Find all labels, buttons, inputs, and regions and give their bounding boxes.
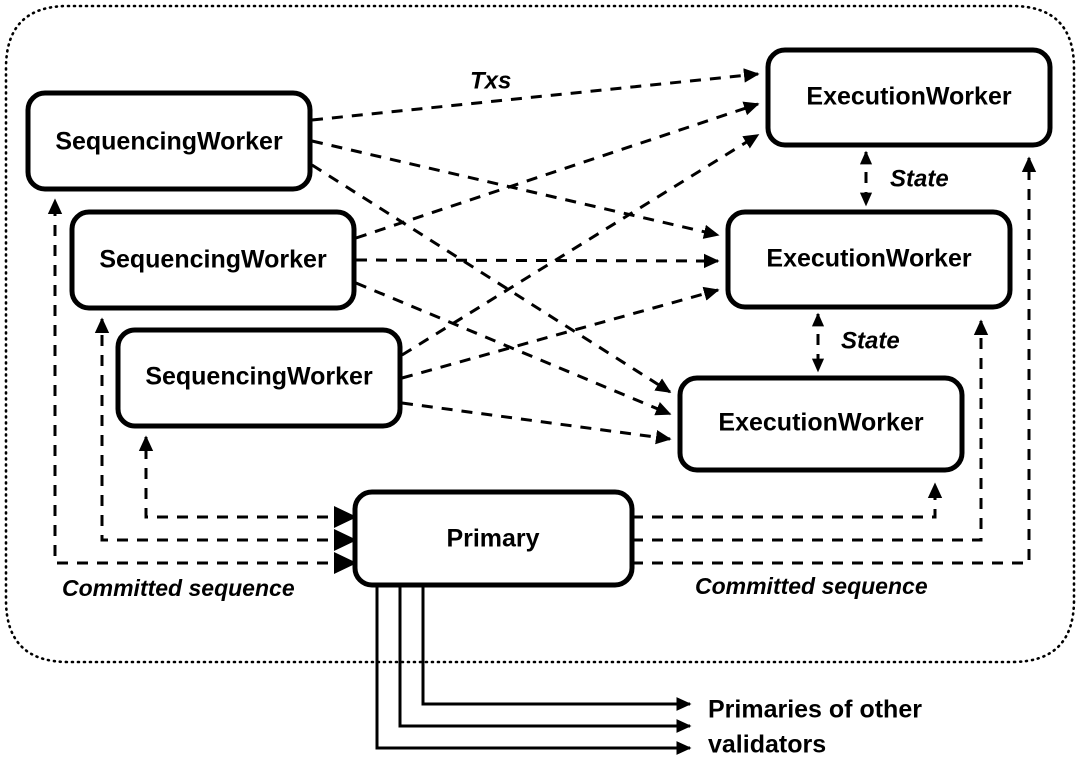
primaries-of-other-validators-line-1: Primaries of other [708,696,922,724]
committed-sequence-label-right: Committed sequence [695,573,928,599]
edge-sw1-to-ew2 [311,139,720,239]
edge-primary-to-ew1 [632,156,1037,565]
txs-label: Txs [470,67,511,94]
primary-external-edges [375,586,692,755]
sequencing-worker-2-label: SequencingWorker [99,246,327,274]
edge-primary-to-ew2 [632,319,989,542]
execution-worker-2-label: ExecutionWorker [766,245,971,273]
node-box [725,209,1013,310]
edge-primary-to-other-primaries-1 [421,586,692,711]
node-box [69,209,357,311]
primary-label: Primary [446,525,539,553]
arrowhead-primary-in-3 [334,552,357,574]
state-edges [811,150,873,373]
node-sequencing-worker-3[interactable]: SequencingWorker [115,327,403,429]
committed-sequence-label-left: Committed sequence [62,575,295,601]
validator-boundary [4,4,1076,664]
edge-sw2-to-ew2 [355,253,720,269]
committed-sequence-right-edges [632,156,1037,565]
sequencing-worker-3-label: SequencingWorker [145,363,373,391]
node-box [25,90,313,192]
edge-sw3-to-ew3 [401,401,672,445]
node-execution-worker-2[interactable]: ExecutionWorker [725,209,1013,310]
node-box [352,489,635,588]
edge-sw2-to-ew1 [355,101,760,240]
node-execution-worker-1[interactable]: ExecutionWorker [765,47,1053,148]
edge-primary-to-other-primaries-2 [398,586,692,733]
node-box [115,327,403,429]
sequencing-worker-1-label: SequencingWorker [55,128,283,156]
node-sequencing-worker-1[interactable]: SequencingWorker [25,90,313,192]
state-label-top: State [890,165,949,192]
txs-edges [311,68,760,445]
node-sequencing-worker-2[interactable]: SequencingWorker [69,209,357,311]
node-box [677,375,965,473]
edge-primary-to-ew3 [632,482,943,519]
edge-primary-to-sw2 [94,317,348,542]
edge-sw1-to-ew1 [311,68,760,122]
node-execution-worker-3[interactable]: ExecutionWorker [677,375,965,473]
edge-sw2-to-ew3 [355,281,672,416]
node-primary[interactable]: Primary [352,489,635,588]
execution-worker-1-label: ExecutionWorker [806,83,1011,111]
arrowhead-primary-in-1 [334,506,357,528]
edge-primary-to-other-primaries-3 [375,586,692,755]
committed-sequence-left-edges [47,198,357,574]
arrowhead-primary-in-2 [334,529,357,551]
edge-sw3-to-ew2 [401,286,720,380]
edge-sw1-to-ew3 [311,163,672,394]
primaries-of-other-validators-line-2: validators [708,731,826,759]
node-box [765,47,1053,148]
edge-sw3-to-ew1 [401,133,760,357]
edge-primary-to-sw3 [138,435,348,519]
execution-worker-3-label: ExecutionWorker [718,409,923,437]
state-label-bottom: State [841,327,900,354]
